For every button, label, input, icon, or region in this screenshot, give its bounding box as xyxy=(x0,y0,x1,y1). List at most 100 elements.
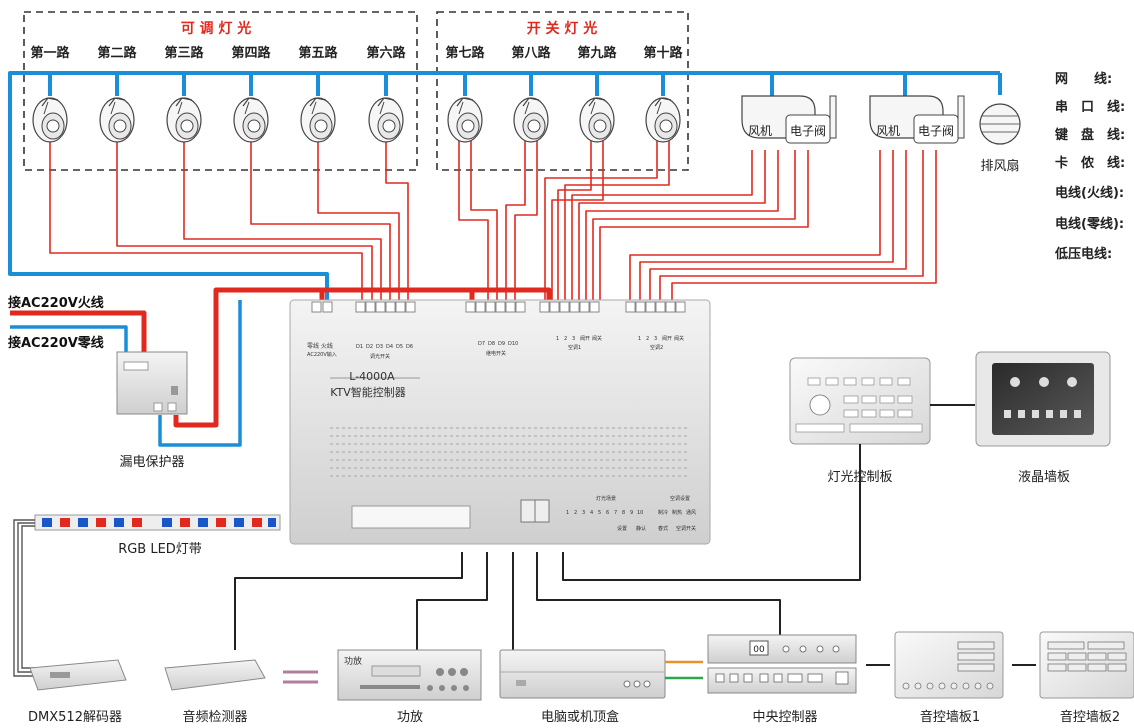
channel-label-9: 第九路 xyxy=(577,45,617,61)
channel-label-10: 第十路 xyxy=(643,45,683,61)
channel-label-7: 第七路 xyxy=(445,45,485,61)
scene-num-9: 9 xyxy=(630,510,633,516)
channel-label-1: 第一路 xyxy=(30,45,70,61)
dimmer-term-2: D2 xyxy=(366,344,373,350)
hvac-bank-a-labels: 1 2 3 阀开 阀关 空调1 xyxy=(556,335,602,351)
lamp-5-icon xyxy=(300,97,336,143)
scene-num-7: 7 xyxy=(614,510,617,516)
leakage-breaker: 漏电保护器 xyxy=(116,351,188,470)
bank-b-term-4: 阀开 xyxy=(662,335,672,342)
switch-group-title: 开 关 灯 光 xyxy=(527,20,598,37)
device-label-dmx-decoder: DMX512解码器 xyxy=(28,710,122,725)
channel-label-3: 第三路 xyxy=(164,45,204,61)
amp-front-label: 功放 xyxy=(344,655,362,667)
bank-a-term-2: 2 xyxy=(564,336,567,342)
channel-label-2: 第二路 xyxy=(97,45,137,61)
bank-a-term-5: 阀关 xyxy=(592,335,602,342)
mode-ac-switch: 空调开关 xyxy=(676,525,696,532)
device-audio-wall-panel-1: 音控墙板1 xyxy=(894,631,1004,725)
device-label-audio-detector: 音频检测器 xyxy=(182,709,247,725)
neutral-input-label: 接AC220V零线 xyxy=(8,335,104,351)
power-input-label: 零线 火线 xyxy=(307,342,333,350)
legend-item-1: 网 线: xyxy=(1055,71,1112,87)
lamp-4-icon xyxy=(233,97,269,143)
bank-a-caption: 空调1 xyxy=(568,344,581,351)
mode-heat: 制热 xyxy=(672,509,682,516)
detector-amp-link xyxy=(283,670,318,684)
bank-b-term-2: 2 xyxy=(646,336,649,342)
mode-vent: 通风 xyxy=(686,509,696,516)
fan-2-label: 风机 xyxy=(876,124,900,138)
fan-1-label: 风机 xyxy=(748,124,772,138)
legend-item-3: 键 盘 线: xyxy=(1054,127,1125,143)
controller-terminals xyxy=(311,301,686,313)
channel-label-8: 第八路 xyxy=(511,45,551,61)
dimmer-term-1: D1 xyxy=(356,344,363,350)
dimmable-group-box xyxy=(23,11,418,171)
lamp-2-icon xyxy=(99,97,135,143)
device-audio-wall-panel-2: 音控墙板2 xyxy=(1039,631,1134,725)
device-label-audio-wall-2: 音控墙板2 xyxy=(1060,709,1120,725)
scene-num-6: 6 xyxy=(606,510,609,516)
switch-caption: 继电开关 xyxy=(486,350,506,357)
lamp-3-icon xyxy=(166,97,202,143)
lamp-8-icon xyxy=(513,97,549,143)
switch-term-7: D7 xyxy=(478,341,485,347)
channel-label-6: 第六路 xyxy=(366,45,406,61)
warning-label-plate xyxy=(351,505,471,529)
mode-caption: 空调设置 xyxy=(670,495,690,502)
rgb-strip-label: RGB LED灯带 xyxy=(118,542,202,557)
legend-item-2: 串 口 线: xyxy=(1055,99,1125,115)
power-input-sub: AC220V输入 xyxy=(307,351,337,358)
lamp-row xyxy=(32,97,681,143)
exhaust-fan-label: 排风扇 xyxy=(980,158,1019,174)
switch-term-9: D9 xyxy=(498,341,505,347)
stb-central-link xyxy=(665,660,703,680)
rgb-strip-wires xyxy=(13,519,40,677)
switch-term-8: D8 xyxy=(488,341,495,347)
channel-label-5: 第五路 xyxy=(298,45,338,61)
lcd-panel-label: 液晶墙板 xyxy=(1018,470,1070,485)
lamp-7-icon xyxy=(447,97,483,143)
scene-caption: 灯光场景 xyxy=(596,495,616,502)
device-label-audio-wall-1: 音控墙板1 xyxy=(920,709,980,725)
mode-cool: 制冷 xyxy=(658,509,668,516)
controller-name: KTV智能控制器 xyxy=(330,385,406,399)
live-feed-wires xyxy=(10,287,552,428)
channel-label-4: 第四路 xyxy=(231,45,271,61)
breaker-label: 漏电保护器 xyxy=(119,454,184,470)
lamp-output-wires xyxy=(49,140,937,300)
valve-1-label: 电子阀 xyxy=(790,124,826,138)
switch-group-box xyxy=(436,11,689,171)
dimmable-group-title: 可 调 灯 光 xyxy=(181,20,252,37)
bank-a-term-3: 3 xyxy=(572,336,575,342)
lcd-wall-panel: 液晶墙板 xyxy=(975,351,1111,485)
channel-labels: 第一路 第二路 第三路 第四路 第五路 第六路 第七路 第八路 第九路 第十路 xyxy=(30,45,683,61)
dimmer-term-5: D5 xyxy=(396,344,403,350)
lamp-1-icon xyxy=(32,97,68,143)
ktv-controller: 零线 火线 AC220V输入 D1 D2 D3 D4 D5 D6 调光开关 D7… xyxy=(289,299,711,545)
device-central-controller: 00 中央控制器 xyxy=(707,634,857,725)
scene-num-4: 4 xyxy=(590,510,593,516)
device-audio-detector: 音频检测器 xyxy=(164,659,266,725)
mode-style: 春式 xyxy=(658,525,668,532)
live-input-label: 接AC220V火线 xyxy=(8,295,104,311)
scene-num-8: 8 xyxy=(622,510,625,516)
led-dots xyxy=(42,518,276,527)
bank-b-caption: 空调2 xyxy=(650,344,663,351)
scene-num-5: 5 xyxy=(598,510,601,516)
bank-a-term-4: 阀开 xyxy=(580,335,590,342)
fan-valve-unit-2: 风机 电子阀 xyxy=(869,95,965,144)
scene-num-1: 1 xyxy=(566,510,569,516)
legend-item-4: 卡 侬 线: xyxy=(1055,155,1125,171)
dimmer-terminal-labels: D1 D2 D3 D4 D5 D6 调光开关 xyxy=(356,344,413,360)
legend-item-5: 电线(火线): xyxy=(1055,185,1124,201)
switch-terminal-labels: D7 D8 D9 D10 继电开关 xyxy=(478,341,518,357)
valve-2-label: 电子阀 xyxy=(918,124,954,138)
lamp-9-icon xyxy=(579,97,615,143)
neutral-bus-wires xyxy=(8,71,1002,300)
device-computer-stb: 电脑或机顶盒 xyxy=(499,649,666,725)
switch-term-10: D10 xyxy=(508,341,518,347)
device-amplifier: 功放 功放 xyxy=(337,649,482,725)
